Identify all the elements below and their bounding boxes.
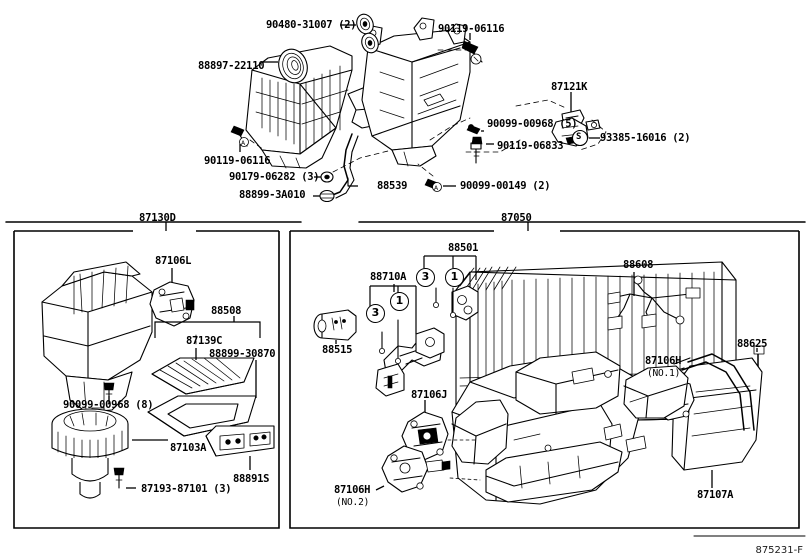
sensor-88515 (313, 309, 357, 344)
part-label-87103a: 87103A (170, 442, 207, 454)
callout-leaders-88501 (423, 255, 477, 318)
blower-case (41, 261, 153, 419)
assembly-line-screw149 (417, 163, 434, 177)
screw-90099-00149: A (424, 178, 456, 192)
bracket-88508 (154, 316, 261, 338)
expansion-valve-88710a (375, 284, 445, 397)
part-label-87121k: 87121K (551, 81, 588, 93)
filter-87139c (151, 348, 255, 395)
part-label-87193-87101: 87193-87101 (3) (141, 483, 232, 495)
hvac-main-case (451, 351, 689, 505)
case-right-housing (361, 17, 471, 167)
part-label-90099-00968-8: 90099-00968 (8) (63, 399, 154, 411)
assembly-line-leftbolt (249, 139, 265, 151)
screw-90099-00968-top (466, 124, 484, 135)
nut-90179-06282 (314, 171, 334, 183)
assembly-line-mid (429, 117, 471, 141)
bolt-90119-06833 (470, 136, 494, 164)
part-label-90119-06833: 90119-06833 (497, 140, 564, 152)
screw-90099-00968-left (103, 382, 115, 404)
servo-87106h-no2 (375, 445, 451, 493)
assembly-line-nut (332, 149, 393, 173)
part-label-88899-30870: 88899-30870 (209, 348, 276, 360)
drawing-code: 875231-F (755, 545, 803, 556)
part-label-90179-06282: 90179-06282 (3) (229, 171, 320, 183)
section-frame-left (13, 230, 280, 529)
part-label-88899-3a010: 88899-3A010 (239, 189, 306, 201)
heater-core-87107a (671, 353, 763, 488)
part-label-88625: 88625 (737, 338, 768, 350)
hose-88539 (329, 133, 359, 199)
assembly-line-87121k-1 (515, 99, 567, 109)
callout-1-88710a: 1 (390, 292, 409, 311)
part-label-88501: 88501 (448, 242, 479, 254)
marker-s-93385-art (571, 129, 600, 147)
callout-3-88710a: 3 (366, 304, 385, 323)
part-label-88710a: 88710A (370, 271, 407, 283)
screw-87193-87101 (113, 467, 136, 489)
part-label-88539: 88539 (377, 180, 408, 192)
register-88891s (205, 425, 275, 470)
bolt-90119-06116-top (461, 33, 483, 65)
part-label-88897-22110: 88897-22110 (198, 60, 265, 72)
part-label-90119-06116-left: 90119-06116 (204, 155, 271, 167)
callout-3-88501: 3 (416, 268, 435, 287)
svg-text:A: A (241, 140, 246, 147)
part-label-90099-00968: 90099-00968 (5) (487, 118, 578, 130)
servo-87106l (149, 268, 195, 327)
seal-88897-22110 (278, 48, 308, 84)
marker-s-label: S (576, 132, 582, 142)
part-label-88515: 88515 (322, 344, 353, 356)
assembly-line-87106h-no2 (449, 477, 481, 481)
case-left-housing (245, 45, 353, 169)
part-label-88891s: 88891S (233, 473, 270, 485)
part-label-87106h-no2-sub: (NO.2) (336, 497, 370, 508)
section-frame-right (289, 230, 800, 529)
part-label-88508: 88508 (211, 305, 242, 317)
svg-text:A: A (434, 185, 439, 192)
blower-motor-87103a (51, 408, 168, 499)
grommet-90480-31007 (356, 13, 379, 54)
part-label-93385-16016: 93385-16016 (2) (600, 132, 691, 144)
part-label-90480-31007: 90480-31007 (2) (266, 19, 357, 31)
top-assembly-art: A (230, 13, 607, 203)
harness-88608 (607, 272, 701, 331)
section-header-87130D: 87130D (139, 212, 176, 224)
part-label-90119-06116-top: 90119-06116 (438, 23, 505, 35)
right-panel-art (313, 255, 765, 505)
assembly-line-87121k-2 (579, 119, 607, 151)
section-header-87050: 87050 (501, 212, 532, 224)
part-label-87107a: 87107A (697, 489, 734, 501)
clamp-88899-3a010 (313, 189, 335, 203)
part-label-87106h-no1: 87106H (645, 355, 682, 367)
callout-1-88501: 1 (445, 268, 464, 287)
servo-87106j (401, 400, 449, 461)
part-label-87139c: 87139C (186, 335, 223, 347)
assembly-line-87121k-3 (465, 139, 521, 153)
part-label-87106h-no1-sub: (NO.1) (647, 368, 681, 379)
part-label-88608: 88608 (623, 259, 654, 271)
left-panel-art (41, 261, 275, 499)
bolt-90119-06116-left: A (230, 125, 249, 152)
part-label-90099-00149: 90099-00149 (2) (460, 180, 551, 192)
part-label-87106j: 87106J (411, 389, 448, 401)
part-label-87106h-no2: 87106H (334, 484, 371, 496)
part-label-87106l: 87106L (155, 255, 192, 267)
